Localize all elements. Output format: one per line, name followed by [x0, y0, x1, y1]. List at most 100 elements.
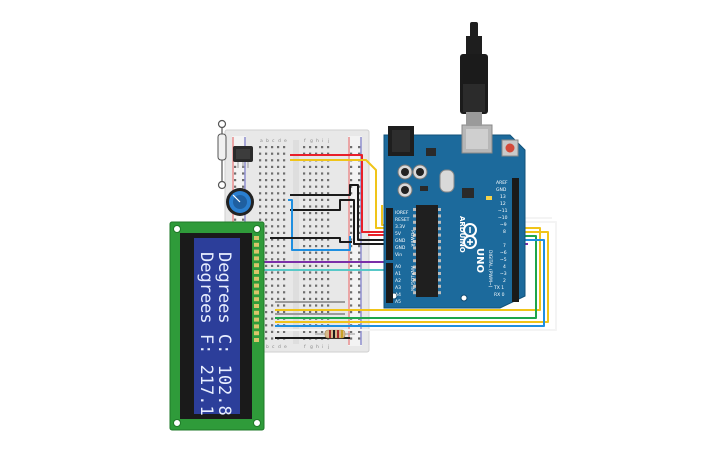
- breadboard-hole: [303, 330, 306, 333]
- lcd-header-pin: [254, 283, 259, 288]
- breadboard-hole: [350, 297, 353, 300]
- chip-pin: [413, 278, 416, 282]
- pin-label-5v: 5V: [395, 231, 402, 237]
- chip-pin: [413, 233, 416, 237]
- chip-pin: [438, 278, 441, 282]
- col-label-g: g: [310, 139, 313, 144]
- breadboard-hole: [303, 198, 306, 201]
- breadboard-hole: [277, 146, 280, 149]
- breadboard-hole: [303, 264, 306, 267]
- breadboard-hole: [283, 291, 286, 294]
- breadboard-hole: [358, 297, 361, 300]
- breadboard-hole: [321, 198, 324, 201]
- breadboard-hole: [283, 231, 286, 234]
- chip-pin: [438, 259, 441, 263]
- breadboard-hole: [321, 278, 324, 281]
- breadboard-hole: [277, 264, 280, 267]
- potentiometer[interactable]: [226, 188, 254, 216]
- col-label-d: d: [278, 138, 281, 144]
- col-label-g-bottom: g: [310, 345, 313, 350]
- breadboard-hole: [327, 297, 330, 300]
- breadboard-hole: [283, 284, 286, 287]
- breadboard-hole: [358, 284, 361, 287]
- breadboard-hole: [265, 245, 268, 248]
- breadboard-hole: [350, 205, 353, 208]
- breadboard-hole: [265, 278, 268, 281]
- chip-pin: [438, 227, 441, 231]
- breadboard-hole: [242, 172, 245, 175]
- breadboard-hole: [277, 291, 280, 294]
- col-label-i: i: [322, 138, 323, 144]
- pin-label-d10: ~10: [498, 215, 508, 221]
- breadboard-hole: [271, 192, 274, 195]
- breadboard-hole: [309, 271, 312, 274]
- breadboard-hole: [271, 152, 274, 155]
- breadboard-hole: [315, 212, 318, 215]
- breadboard-hole: [283, 238, 286, 241]
- breadboard-hole: [350, 264, 353, 267]
- breadboard-hole: [350, 212, 353, 215]
- breadboard-hole: [277, 185, 280, 188]
- breadboard-hole: [283, 330, 286, 333]
- chip-pin: [438, 240, 441, 243]
- breadboard-hole: [265, 146, 268, 149]
- breadboard-hole: [277, 225, 280, 228]
- breadboard-hole: [271, 159, 274, 162]
- breadboard-hole: [303, 152, 306, 155]
- breadboard-hole: [283, 152, 286, 155]
- breadboard-hole: [321, 185, 324, 188]
- breadboard-hole: [277, 165, 280, 168]
- breadboard-hole: [321, 165, 324, 168]
- breadboard-hole: [265, 317, 268, 320]
- lcd-header-pin: [254, 256, 259, 261]
- pin-label-d3: ~3: [500, 271, 507, 277]
- digital-section-label: DIGITAL (PWM~): [487, 250, 493, 288]
- breadboard-hole: [315, 225, 318, 228]
- breadboard-hole: [265, 185, 268, 188]
- wire-black-gnd-2: [290, 199, 388, 245]
- col-label-b-bottom: b: [266, 344, 269, 350]
- breadboard-hole: [242, 185, 245, 188]
- breadboard-hole: [265, 297, 268, 300]
- breadboard-hole: [271, 324, 274, 327]
- breadboard-hole: [303, 271, 306, 274]
- breadboard-hole: [303, 212, 306, 215]
- wire-blue-sensor: [288, 199, 351, 251]
- breadboard-hole: [309, 212, 312, 215]
- breadboard-hole: [321, 212, 324, 215]
- breadboard-hole: [358, 218, 361, 221]
- breadboard-hole: [277, 251, 280, 254]
- breadboard-hole: [277, 330, 280, 333]
- breadboard-hole: [358, 212, 361, 215]
- breadboard-hole: [265, 205, 268, 208]
- breadboard-hole: [271, 251, 274, 254]
- chip-pin: [413, 246, 416, 250]
- breadboard-hole: [315, 258, 318, 261]
- breadboard-hole: [303, 146, 306, 149]
- breadboard-hole: [321, 264, 324, 267]
- breadboard-hole: [350, 291, 353, 294]
- breadboard-hole: [321, 258, 324, 261]
- breadboard-hole: [303, 218, 306, 221]
- digital-header: [512, 178, 519, 302]
- breadboard-hole: [315, 311, 318, 314]
- breadboard-hole: [265, 231, 268, 234]
- breadboard-hole: [277, 212, 280, 215]
- chip-pin: [413, 227, 416, 231]
- breadboard-hole: [265, 225, 268, 228]
- breadboard-hole: [358, 245, 361, 248]
- chip-pin: [438, 272, 441, 275]
- pin-label-gnd-2: GND: [395, 245, 406, 251]
- breadboard-hole: [303, 304, 306, 307]
- breadboard-hole: [303, 311, 306, 314]
- breadboard-hole: [303, 185, 306, 188]
- breadboard-hole: [303, 179, 306, 182]
- breadboard-hole: [265, 172, 268, 175]
- breadboard-hole: [265, 324, 268, 327]
- col-label-h-bottom: h: [316, 344, 319, 350]
- breadboard-hole: [277, 238, 280, 241]
- col-label-c: c: [272, 139, 275, 144]
- column-labels-top: a b c d e f g h i j: [260, 138, 329, 144]
- arduino-uno: ARDUINO UNO IOREF RESET 3.3V 5V GND GND …: [383, 124, 526, 309]
- breadboard-hole: [327, 311, 330, 314]
